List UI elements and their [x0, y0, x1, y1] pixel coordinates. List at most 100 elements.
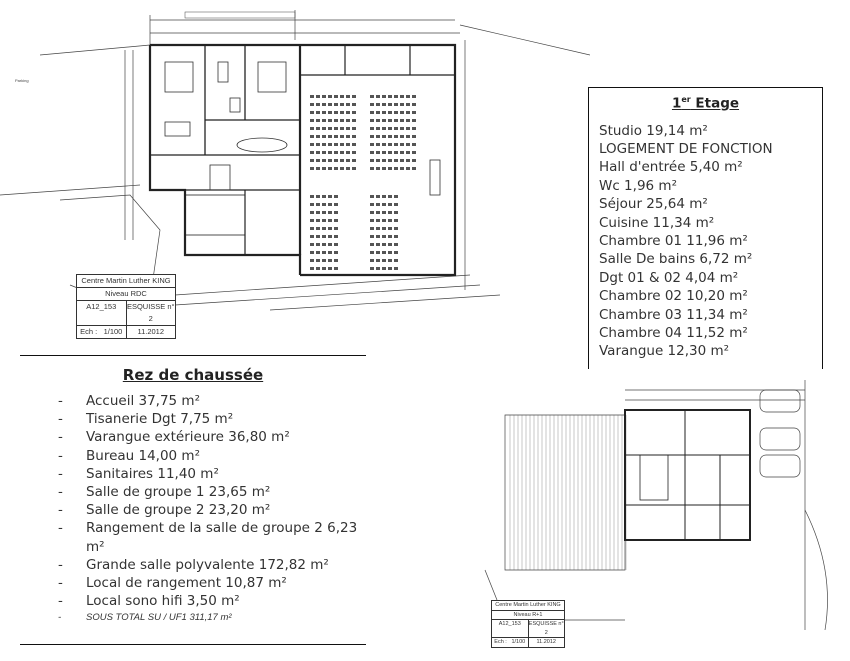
chair-symbol	[334, 243, 338, 246]
chair-symbol	[322, 227, 326, 230]
area-item: Studio 19,14 m²	[599, 122, 708, 139]
chair-symbol	[394, 127, 398, 130]
chair-symbol	[376, 151, 380, 154]
chair-symbol	[352, 143, 356, 146]
chair-symbol	[376, 127, 380, 130]
chair-symbol	[328, 151, 332, 154]
chair-symbol	[334, 259, 338, 262]
title-block-ref: A12_153	[492, 620, 529, 637]
ground-floor-area-list: Rez de chaussée Accueil 37,75 m² Tisaner…	[20, 355, 366, 645]
chair-symbol	[376, 267, 380, 270]
chair-symbol	[394, 219, 398, 222]
chair-symbol	[316, 227, 320, 230]
chair-symbol	[322, 243, 326, 246]
title-block-date: 11.2012	[536, 639, 556, 645]
title-block-level: Niveau R+1	[492, 611, 564, 620]
chair-symbol	[322, 211, 326, 214]
chair-symbol	[322, 267, 326, 270]
chair-symbol	[382, 203, 386, 206]
first-floor-heading: 1er Etage	[671, 95, 740, 112]
first-floor-title-block: Centre Martin Luther KING Niveau R+1 A12…	[491, 600, 565, 648]
chair-symbol	[388, 103, 392, 106]
chair-symbol	[376, 95, 380, 98]
chair-symbol	[328, 219, 332, 222]
chair-symbol	[412, 103, 416, 106]
chair-symbol	[316, 195, 320, 198]
chair-symbol	[334, 211, 338, 214]
area-item: Local sono hifi 3,50 m²	[58, 592, 366, 610]
chair-symbol	[352, 103, 356, 106]
chair-symbol	[340, 167, 344, 170]
chair-symbol	[394, 235, 398, 238]
chair-symbol	[316, 103, 320, 106]
ground-floor-title-block: Centre Martin Luther KING Niveau RDC A12…	[76, 274, 176, 339]
area-item: Wc 1,96 m²	[599, 177, 677, 194]
chair-symbol	[370, 243, 374, 246]
chair-symbol	[412, 143, 416, 146]
chair-symbol	[316, 151, 320, 154]
area-item: Salle de groupe 2 23,20 m²	[58, 501, 366, 519]
chair-symbol	[388, 227, 392, 230]
chair-symbol	[328, 195, 332, 198]
chair-symbol	[388, 267, 392, 270]
area-item: Cuisine 11,34 m²	[599, 214, 715, 231]
chair-symbol	[394, 227, 398, 230]
chair-symbol	[346, 167, 350, 170]
chair-symbol	[316, 235, 320, 238]
title-block-ref: A12_153	[77, 301, 127, 325]
area-item: Salle de groupe 1 23,65 m²	[58, 483, 366, 501]
chair-symbol	[316, 127, 320, 130]
chair-symbol	[310, 219, 314, 222]
chair-symbol	[334, 219, 338, 222]
chair-symbol	[388, 119, 392, 122]
chair-symbol	[328, 119, 332, 122]
chair-symbol	[382, 227, 386, 230]
chair-symbol	[352, 95, 356, 98]
area-item: Séjour 25,64 m²	[599, 196, 708, 213]
chair-symbol	[394, 267, 398, 270]
chair-symbol	[370, 95, 374, 98]
chair-symbol	[316, 95, 320, 98]
chair-symbol	[328, 203, 332, 206]
chair-symbol	[310, 259, 314, 262]
chair-symbol	[334, 135, 338, 138]
chair-symbol	[316, 251, 320, 254]
chair-symbol	[322, 143, 326, 146]
chair-symbol	[322, 195, 326, 198]
chair-symbol	[328, 251, 332, 254]
area-item: Chambre 03 11,34 m²	[599, 306, 748, 323]
chair-symbol	[352, 119, 356, 122]
chair-symbol	[412, 127, 416, 130]
chair-symbol	[382, 251, 386, 254]
chair-symbol	[388, 167, 392, 170]
chair-symbol	[376, 235, 380, 238]
chair-symbol	[382, 111, 386, 114]
chair-symbol	[316, 111, 320, 114]
chair-symbol	[310, 119, 314, 122]
chair-symbol	[382, 135, 386, 138]
chair-symbol	[340, 135, 344, 138]
first-floor-plan	[484, 380, 828, 631]
chair-symbol	[370, 251, 374, 254]
chair-symbol	[346, 135, 350, 138]
chair-symbol	[400, 103, 404, 106]
chair-symbol	[370, 259, 374, 262]
chair-symbol	[346, 127, 350, 130]
chair-symbol	[310, 167, 314, 170]
chair-symbol	[388, 235, 392, 238]
chair-symbol	[382, 211, 386, 214]
chair-symbol	[376, 211, 380, 214]
chair-symbol	[322, 259, 326, 262]
chair-symbol	[394, 151, 398, 154]
chair-symbol	[382, 103, 386, 106]
chair-symbol	[328, 211, 332, 214]
chair-symbol	[310, 251, 314, 254]
svg-text:Parking: Parking	[15, 78, 29, 83]
chair-symbol	[322, 159, 326, 162]
chair-symbol	[310, 127, 314, 130]
chair-symbol	[394, 103, 398, 106]
ground-floor-plan: Parking	[0, 10, 590, 311]
chair-symbol	[322, 119, 326, 122]
chair-symbol	[340, 143, 344, 146]
chair-symbol	[328, 143, 332, 146]
